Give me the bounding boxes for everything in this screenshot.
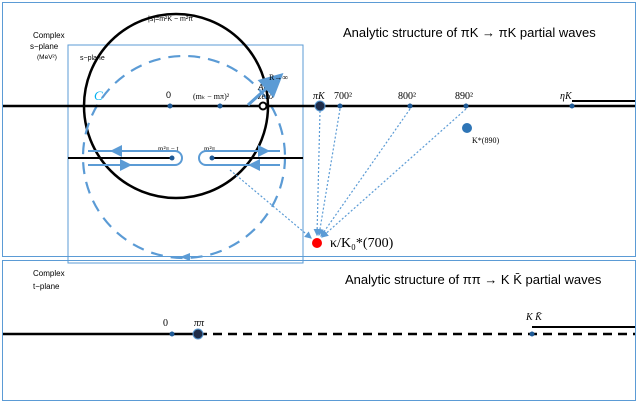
t-plane-title: Analytic structure of ππ → K K̄ partial … [345,272,602,287]
left-cut-end [169,155,175,161]
etaK-label: ηK [560,91,573,102]
arrow-from-cut [229,169,312,239]
s-plane-label-units: (MeV²) [37,54,57,61]
contour-label: C [94,88,103,103]
s-plane-label-name: s−plane [30,42,59,51]
right-cut-start [209,155,215,161]
t-plane-label-complex: Complex [33,269,65,278]
contour-right-cut [198,150,280,166]
arrow-from-800 [320,108,411,237]
radius-arrow [246,72,284,107]
s-plane-panel [2,2,636,257]
inner-box-label: s−plane [80,55,105,62]
t-kkbar-threshold [529,331,535,337]
mk-minus-mpi-point [217,103,223,109]
etaK-point [569,103,575,109]
contour-left-cut [88,150,183,166]
t-pipi-threshold [192,328,204,340]
t-pipi-label: ππ [194,318,205,329]
mark-800-point [407,103,413,109]
adler-zero-point [258,101,268,111]
kappa-pole [312,238,322,248]
s-plane-inner-box [67,44,304,264]
contour-arrow-bottom [180,253,190,261]
kappa-dotted-arrows [229,108,467,239]
t-plane-label-name: t−plane [33,282,60,291]
radius-label: R→∞ [269,73,288,82]
kappa-label: κ/K₀*(700) [330,236,394,251]
arrow-from-piK [313,110,321,237]
s-origin-label: 0 [166,90,171,100]
arrow-from-890 [321,108,467,238]
kstar-pole [462,123,472,133]
mark-700-point [337,103,343,109]
left-cut-label: m²π − t [158,145,179,153]
kstar-label: K*(890) [472,136,499,145]
right-cut-label: m²π [204,145,216,153]
piK-threshold-point [314,100,326,112]
mark-700-label: 700² [334,91,352,102]
mark-800-label: 800² [398,91,416,102]
s-origin-point [167,103,173,109]
t-kkbar-label: K K̄ [525,311,543,323]
mark-890-point [463,103,469,109]
t-origin-label: 0 [163,318,168,329]
s-plane-label-complex: Complex [33,31,65,40]
piK-threshold-label: πK [313,91,326,102]
arrow-from-700 [316,108,341,237]
s-plane-title: Analytic structure of πK → πK partial wa… [343,25,596,40]
t-origin-point [169,331,175,337]
circle-label: |s|=m²K − m²π [148,16,193,23]
mk-minus-mpi-label: (mₖ − mπ)² [193,92,230,101]
t-plane-panel [2,260,636,401]
mark-890-label: 890² [455,91,473,102]
